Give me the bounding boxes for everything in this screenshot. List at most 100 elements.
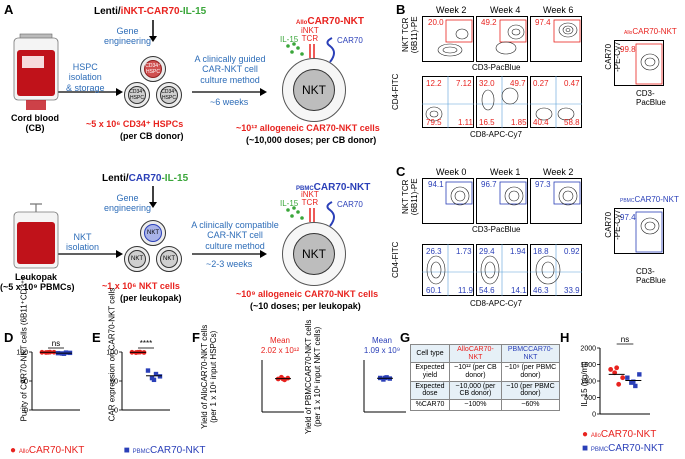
vector-construct-top: Lenti/iNKT-CAR70-IL-15 [94,6,207,17]
y-tick-label: 0 [114,408,118,415]
table-row: %CAR70 ~100% ~60% [410,399,561,411]
arrows-bottom [56,186,267,258]
cd34-label-a: CD34⁺HSPC [145,63,161,75]
nkt-label-top: NKT [302,83,326,97]
panel-label-a: A [4,2,14,17]
y-tick-label: 2000 [580,346,596,353]
table-cell: %CAR70 [410,399,450,411]
b-flow-top-2 [476,16,528,62]
b-q3-ll: 40.4 [533,118,549,127]
hspc-nucleus-1 [128,86,146,104]
vector-construct-bottom: Lenti/CAR70-IL-15 [102,173,189,184]
legend-bottom-left: ● AlloCAR70-NKT ■ PBMCCAR70-NKT [10,445,206,456]
panel-label-h: H [560,330,570,345]
b-top-value-1: 20.0 [428,18,444,27]
b-flow-top-1 [422,16,474,62]
nkt-small-label-a: NKT [147,230,159,236]
input-count-top: ~5 x 10⁶ CD34⁺ HSPCs [86,119,184,129]
panel-label-e: E [92,330,101,345]
data-point [61,351,67,356]
data-point [157,374,163,379]
c-side-contours [635,211,663,253]
chart-f-allo-yield [261,360,304,413]
y-tick-label: 1500 [580,362,596,369]
data-point [153,371,159,377]
output-count-bottom: ~10⁹ allogeneic CAR70-NKT cells [236,289,379,299]
gene-engineering-label-top: Gene engineering [104,26,152,47]
output-note-top: (~10,000 doses; per CB donor) [246,135,377,145]
b-q3-ul: 0.27 [533,79,549,88]
duration-top: ~6 weeks [210,97,249,107]
panel-label-f: F [192,330,200,345]
c-q2-lr: 14.1 [511,286,527,295]
c-side-flow [614,208,664,254]
b-top-value-2: 49.2 [481,18,497,27]
f1-mean-value: 2.02 x 10¹² [260,346,300,355]
hspc-isolation-label: HSPC isolation & storage [66,62,105,93]
c-q2-ur: 1.94 [510,247,526,256]
c-q2-ul: 29.4 [479,247,495,256]
c-week-1: Week 0 [436,167,467,177]
c-q3-ul: 18.8 [533,247,549,256]
b-y-label-bottom: CD4-FITC [391,73,400,110]
b-flow-top-3 [530,16,582,62]
panel-g-table: Cell type AlloCAR70-NKT PBMCCAR70-NKT Ex… [410,343,561,411]
significance-label: **** [140,339,152,348]
b-top-value-3: 97.4 [535,18,551,27]
nkt-small-label-c: NKT [163,256,175,262]
input-note-top: (per CB donor) [120,131,184,141]
table-cell: Cell type [410,343,450,364]
product-title-top: AlloCAR70-NKT [296,16,365,27]
panel-label-d: D [4,330,14,345]
c-top-value-3: 97.3 [535,180,551,189]
table-cell: AlloCAR70-NKT [448,343,502,364]
il15-label-top: IL-15 [280,35,299,44]
table-row: Expected dose ~10,000 (per CB donor) ~10… [410,380,561,401]
nkt-small-label-b: NKT [131,256,143,262]
cord-blood-bag-icon [13,33,59,110]
significance-label: ns [621,335,629,344]
c-q3-ur: 0.92 [564,247,580,256]
chart-f-pbmc-yield [363,360,406,413]
y-tick-label: 100 [16,350,28,357]
b-q2-ul: 32.0 [479,79,495,88]
table-cell: PBMCCAR70-NKT [500,343,561,364]
legend-bottom-right: ● AlloCAR70-NKT ■ PBMCCAR70-NKT [582,429,664,454]
b-side-flow [614,40,664,86]
b-side-x-label: CD3-PacBlue [636,89,666,107]
table-cell: ~10,000 (per CB donor) [448,380,502,401]
leukopak-label: Leukopak (~5 x 10⁹ PBMCs) [0,272,75,293]
nkt-nucleus-1 [128,250,146,268]
receptors-bottom [286,201,335,227]
c-bottom-contours [422,244,582,296]
nkt-nucleus-bottom [293,233,335,275]
b-side-title: AlloCAR70-NKT [624,27,677,36]
c-week-3: Week 2 [543,167,574,177]
data-point [631,379,636,384]
nkt-nucleus-2 [160,250,178,268]
car70-label-bottom: CAR70 [337,200,363,209]
b-q3-ur: 0.47 [564,79,580,88]
table-cell: ~60% [500,399,561,411]
data-point [620,375,626,381]
c-flow-top-3 [530,178,582,224]
y-tick-label: 500 [584,395,596,402]
data-point [633,383,638,389]
b-top-contours [437,19,581,57]
cd34-label-c: CD34⁺HSPC [161,89,177,101]
duration-bottom: ~2-3 weeks [206,259,253,269]
table-cell: ~10¹² (per CB donor) [448,362,502,382]
y-tick-label: 50 [20,379,28,386]
output-count-top: ~10¹² allogeneic CAR70-NKT cells [236,123,380,133]
b-q2-ur: 49.7 [510,79,526,88]
legend-allo-marker: ● [10,445,17,456]
nkt-isolation-label: NKT isolation [66,232,100,253]
nkt-nucleus-top [293,69,335,111]
c-top-value-2: 96.7 [481,180,497,189]
f1-y-label: Yield of AlloCAR70-NKT cells (per 1 x 10… [200,324,218,429]
y-tick-label: 1000 [580,379,596,386]
b-week-1: Week 2 [436,5,467,15]
h-y-label: IL-15 (pg/ml) [580,361,589,407]
arrows-top [56,20,267,96]
